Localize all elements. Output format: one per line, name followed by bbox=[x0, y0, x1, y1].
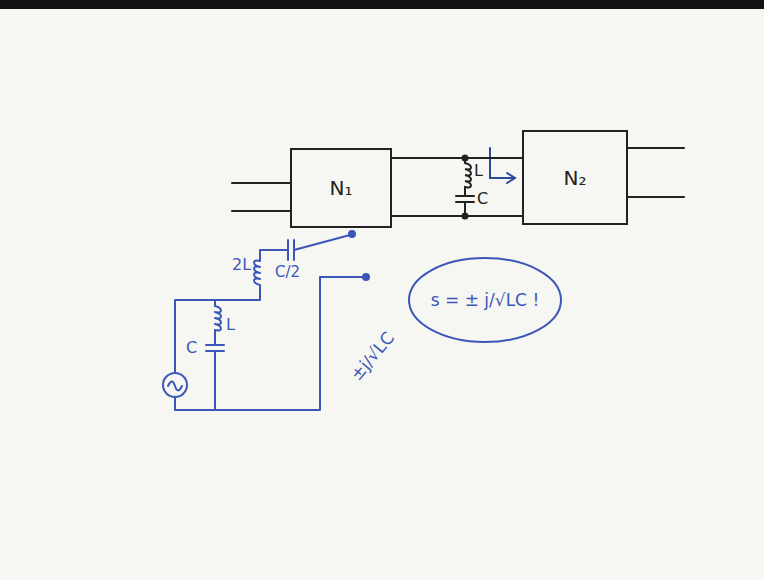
terminal-dot bbox=[363, 274, 369, 280]
root-formula: s = ± j/√LC ! bbox=[431, 291, 539, 310]
network-box: N₁ bbox=[290, 148, 392, 228]
shunt-arm bbox=[206, 300, 224, 410]
component-label: C bbox=[477, 190, 488, 208]
network-label: N₂ bbox=[564, 166, 587, 190]
current-arrow-line bbox=[490, 148, 514, 178]
shunt-lc-symbol bbox=[456, 158, 474, 216]
component-label: C bbox=[186, 339, 197, 357]
component-label: L bbox=[226, 316, 235, 334]
output-leads bbox=[628, 148, 684, 197]
network-box: N₂ bbox=[522, 130, 628, 225]
return-wire bbox=[175, 277, 362, 410]
black-ink bbox=[232, 148, 684, 219]
wire bbox=[392, 157, 522, 159]
source-wave bbox=[168, 382, 182, 391]
input-leads bbox=[232, 183, 290, 211]
component-label: C/2 bbox=[275, 264, 300, 281]
current-arrow bbox=[490, 148, 515, 183]
highlight-circle bbox=[409, 258, 561, 342]
network-label: N₁ bbox=[330, 176, 353, 200]
root-formula: ±j/√LC bbox=[347, 328, 398, 384]
series-arm bbox=[175, 235, 350, 373]
wire bbox=[392, 215, 522, 217]
blue-equivalent-circuit bbox=[163, 231, 561, 410]
component-label: L bbox=[474, 162, 483, 180]
source-symbol bbox=[163, 373, 187, 397]
arrow-head bbox=[507, 173, 515, 183]
top-frame-bar bbox=[0, 0, 764, 9]
component-label: 2L bbox=[232, 256, 251, 274]
terminal-dot bbox=[349, 231, 355, 237]
